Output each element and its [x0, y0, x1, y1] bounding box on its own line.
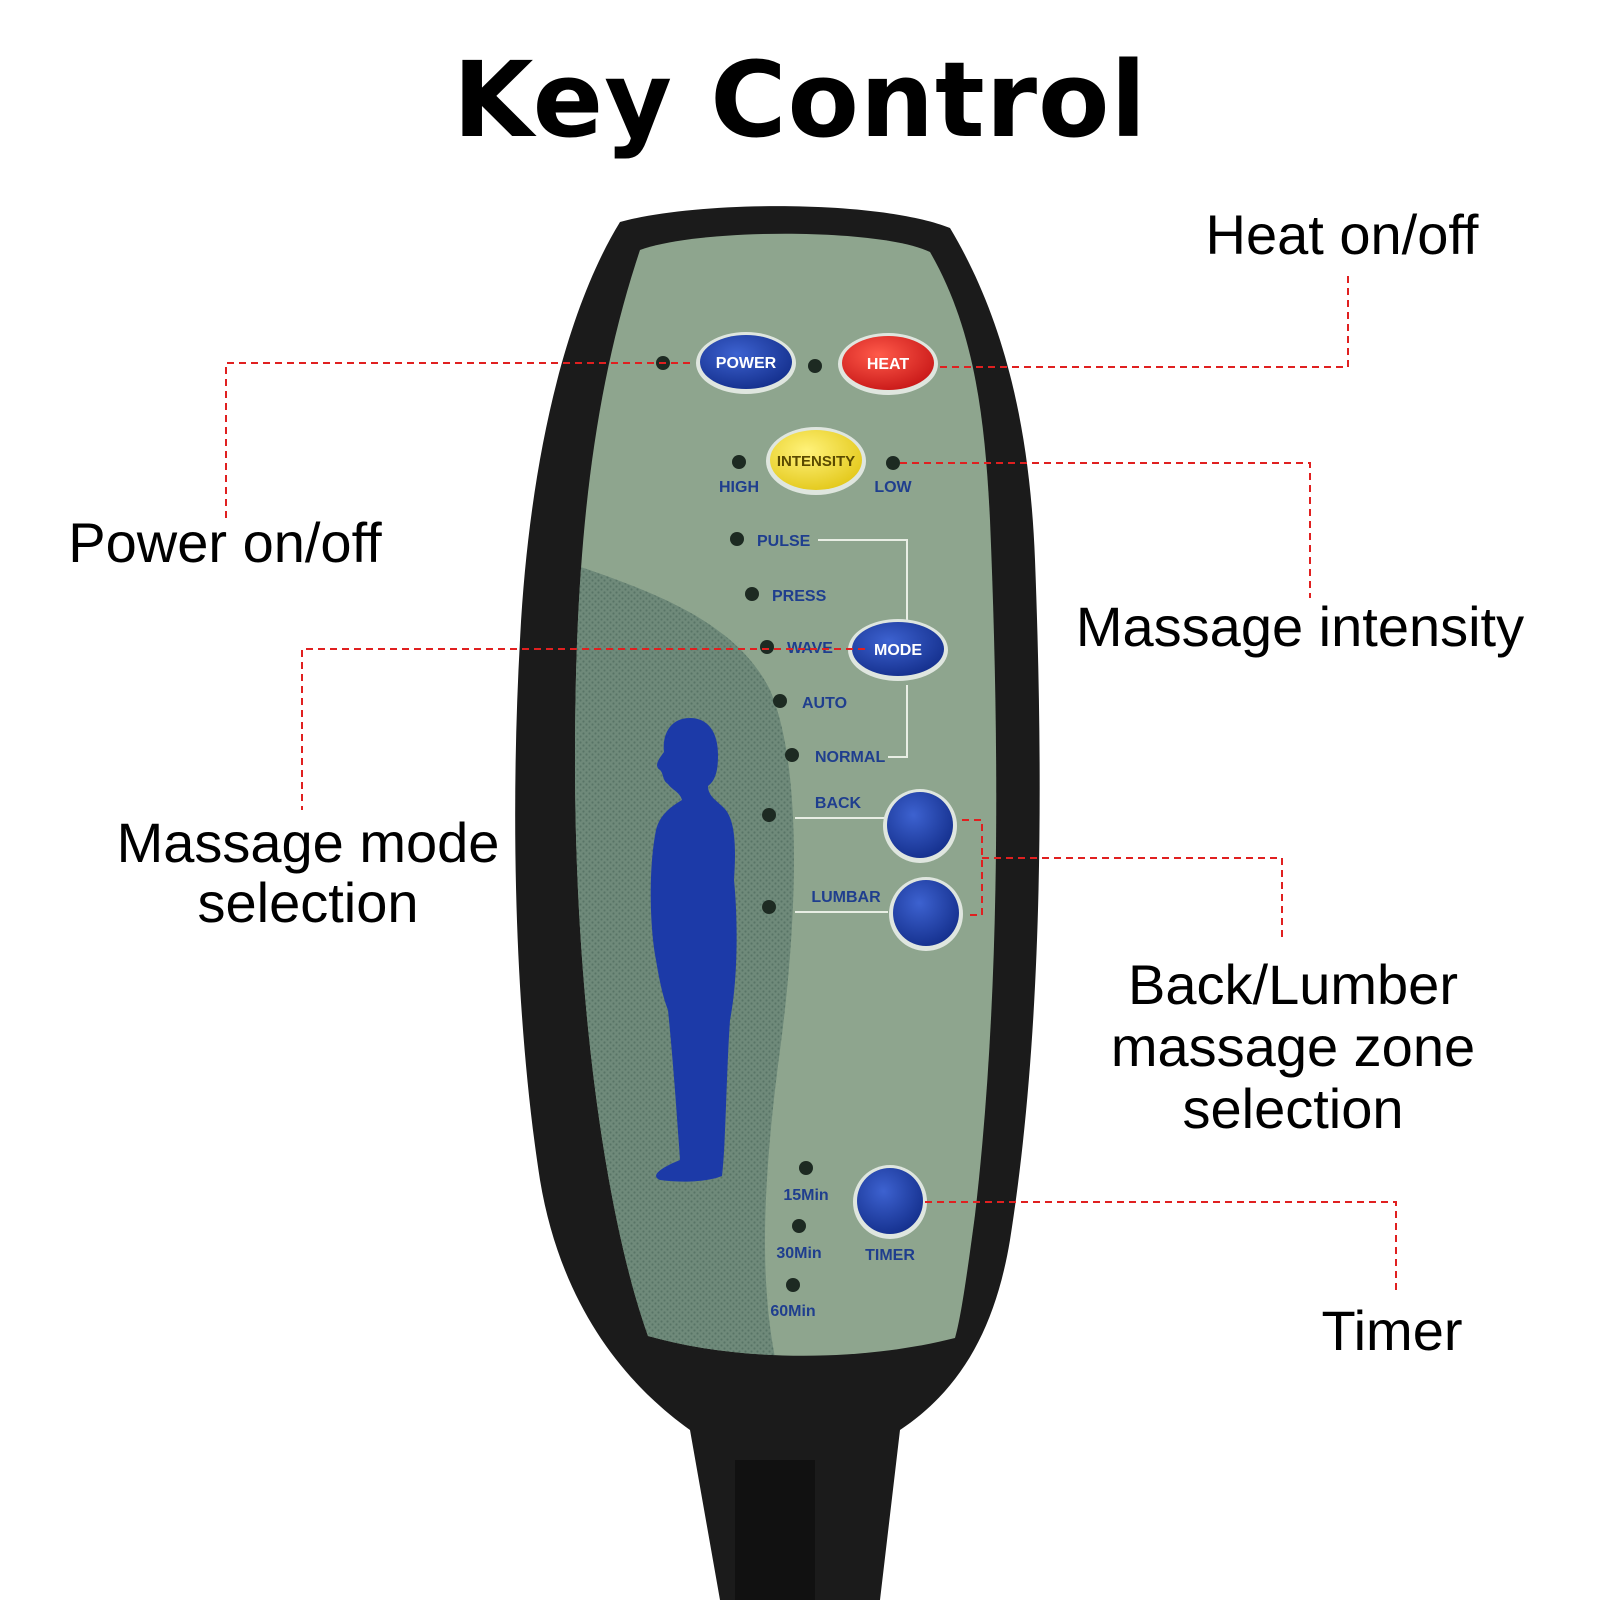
heat-button[interactable]: HEAT — [838, 333, 938, 395]
lumbar-label: LUMBAR — [811, 889, 881, 906]
auto-led — [773, 694, 787, 708]
mode-pulse-label: PULSE — [757, 533, 811, 550]
back-led — [762, 808, 776, 822]
timer-15-led — [799, 1161, 813, 1175]
low-label: LOW — [874, 479, 912, 496]
heat-button-label: HEAT — [867, 356, 910, 373]
mode-normal-label: NORMAL — [815, 749, 885, 766]
callout-mode-line1: Massage mode — [117, 811, 500, 874]
mode-bracket — [818, 539, 908, 758]
lumbar-led — [762, 900, 776, 914]
leader-intensity — [900, 462, 1311, 598]
timer-30-led — [792, 1219, 806, 1233]
timer-60-label: 60Min — [770, 1303, 815, 1320]
timer-button[interactable] — [853, 1165, 927, 1239]
callout-mode-line2: selection — [197, 871, 418, 934]
leader-timer — [925, 1201, 1397, 1290]
timer-30-label: 30Min — [776, 1245, 821, 1262]
cable — [735, 1460, 815, 1600]
pulse-led — [730, 532, 744, 546]
power-button-label: POWER — [716, 355, 777, 372]
low-led — [886, 456, 900, 470]
timer-60-led — [786, 1278, 800, 1292]
callout-power: Power on/off — [68, 511, 382, 574]
power-button[interactable]: POWER — [696, 332, 796, 394]
leader-zone — [982, 857, 1283, 942]
callout-timer: Timer — [1321, 1299, 1462, 1362]
normal-led — [785, 748, 799, 762]
high-label: HIGH — [719, 479, 759, 496]
timer-button-label: TIMER — [865, 1247, 915, 1264]
mode-button-label: MODE — [874, 642, 922, 659]
heat-led — [808, 359, 822, 373]
callout-heat: Heat on/off — [1206, 203, 1479, 266]
back-button[interactable] — [883, 789, 957, 863]
high-led — [732, 455, 746, 469]
page-title: Key Control — [453, 39, 1147, 161]
callout-intensity: Massage intensity — [1076, 595, 1524, 658]
mode-button[interactable]: MODE — [848, 619, 948, 681]
callout-zone-line2: massage zone — [1111, 1015, 1475, 1078]
press-led — [745, 587, 759, 601]
callout-zone-line1: Back/Lumber — [1128, 953, 1458, 1016]
remote-control: POWER HEAT INTENSITY HIGH LOW PULSE PRES… — [515, 206, 1040, 1600]
leader-power — [225, 362, 690, 520]
wave-led — [760, 640, 774, 654]
leader-heat — [940, 272, 1349, 368]
timer-15-label: 15Min — [783, 1187, 828, 1204]
mode-auto-label: AUTO — [802, 695, 847, 712]
lumbar-button[interactable] — [889, 877, 963, 951]
intensity-button[interactable]: INTENSITY — [766, 427, 866, 495]
leader-zone-bracket — [962, 819, 983, 916]
body-figure-icon — [650, 718, 737, 1182]
callout-zone-line3: selection — [1182, 1077, 1403, 1140]
mode-press-label: PRESS — [772, 588, 827, 605]
back-label: BACK — [815, 795, 862, 812]
intensity-button-label: INTENSITY — [777, 453, 855, 470]
